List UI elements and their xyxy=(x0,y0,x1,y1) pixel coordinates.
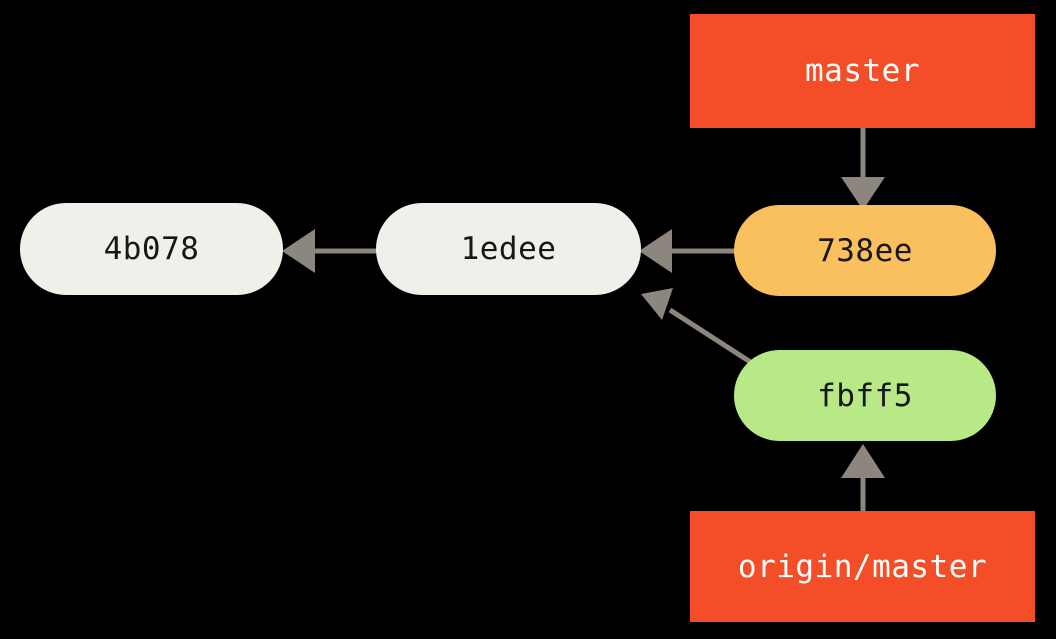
edge-master-to-738ee xyxy=(841,128,885,210)
edge-738ee-to-1edee xyxy=(639,229,738,273)
commit-node-4b078[interactable]: 4b078 xyxy=(20,203,283,295)
ref-box-master-label: master xyxy=(805,53,920,89)
commit-node-4b078-label: 4b078 xyxy=(103,231,200,267)
commit-node-fbff5-label: fbff5 xyxy=(817,377,913,414)
ref-box-origin-master-label: origin/master xyxy=(737,548,988,585)
ref-box-origin-master[interactable]: origin/master xyxy=(690,511,1035,622)
commit-node-1edee-label: 1edee xyxy=(460,231,557,267)
ref-box-master[interactable]: master xyxy=(690,14,1035,128)
commit-node-738ee[interactable]: 738ee xyxy=(734,205,996,296)
edge-1edee-to-4b078 xyxy=(282,229,380,273)
commit-node-1edee[interactable]: 1edee xyxy=(376,203,641,295)
commit-node-fbff5[interactable]: fbff5 xyxy=(734,350,996,441)
commit-node-738ee-label: 738ee xyxy=(817,232,913,269)
edge-origin-master-to-fbff5 xyxy=(841,444,885,511)
edge-fbff5-to-1edee xyxy=(641,288,754,366)
